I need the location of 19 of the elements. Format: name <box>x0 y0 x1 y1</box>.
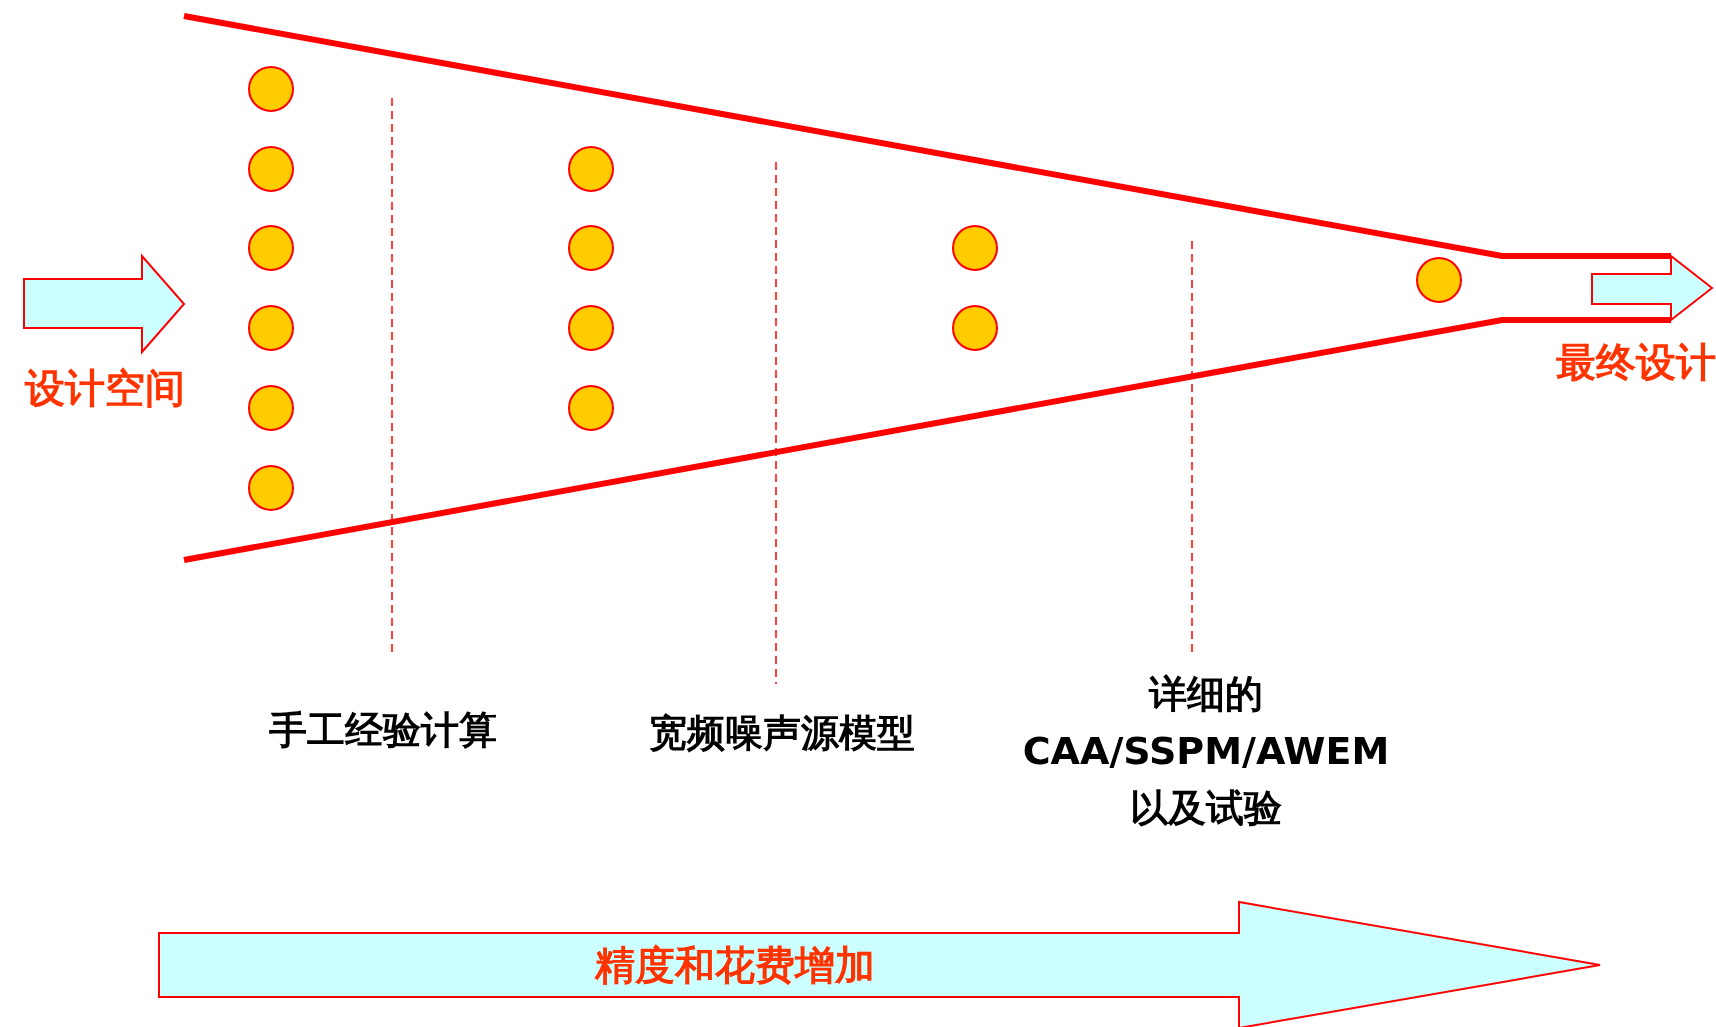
arrow-caption: 最终设计 <box>1556 338 1716 386</box>
dot-marker <box>952 305 998 351</box>
dot-marker <box>568 225 614 271</box>
stage-label: 手工经验计算 <box>268 707 498 754</box>
dot-marker <box>248 66 294 112</box>
stage-label: 详细的 CAA/SSPM/AWEM 以及试验 <box>1021 671 1391 832</box>
dot-marker <box>568 146 614 192</box>
arrow-caption: 设计空间 <box>23 364 186 412</box>
dot-marker <box>248 465 294 511</box>
dot-marker <box>1416 257 1462 303</box>
dot-marker <box>248 385 294 431</box>
dot-marker <box>248 146 294 192</box>
dot-marker <box>952 225 998 271</box>
dot-marker <box>568 305 614 351</box>
dot-marker <box>248 225 294 271</box>
dot-marker <box>568 385 614 431</box>
dot-marker <box>248 305 294 351</box>
stage-label: 宽频噪声源模型 <box>648 710 916 757</box>
arrow-caption: 精度和花费增加 <box>593 941 876 989</box>
